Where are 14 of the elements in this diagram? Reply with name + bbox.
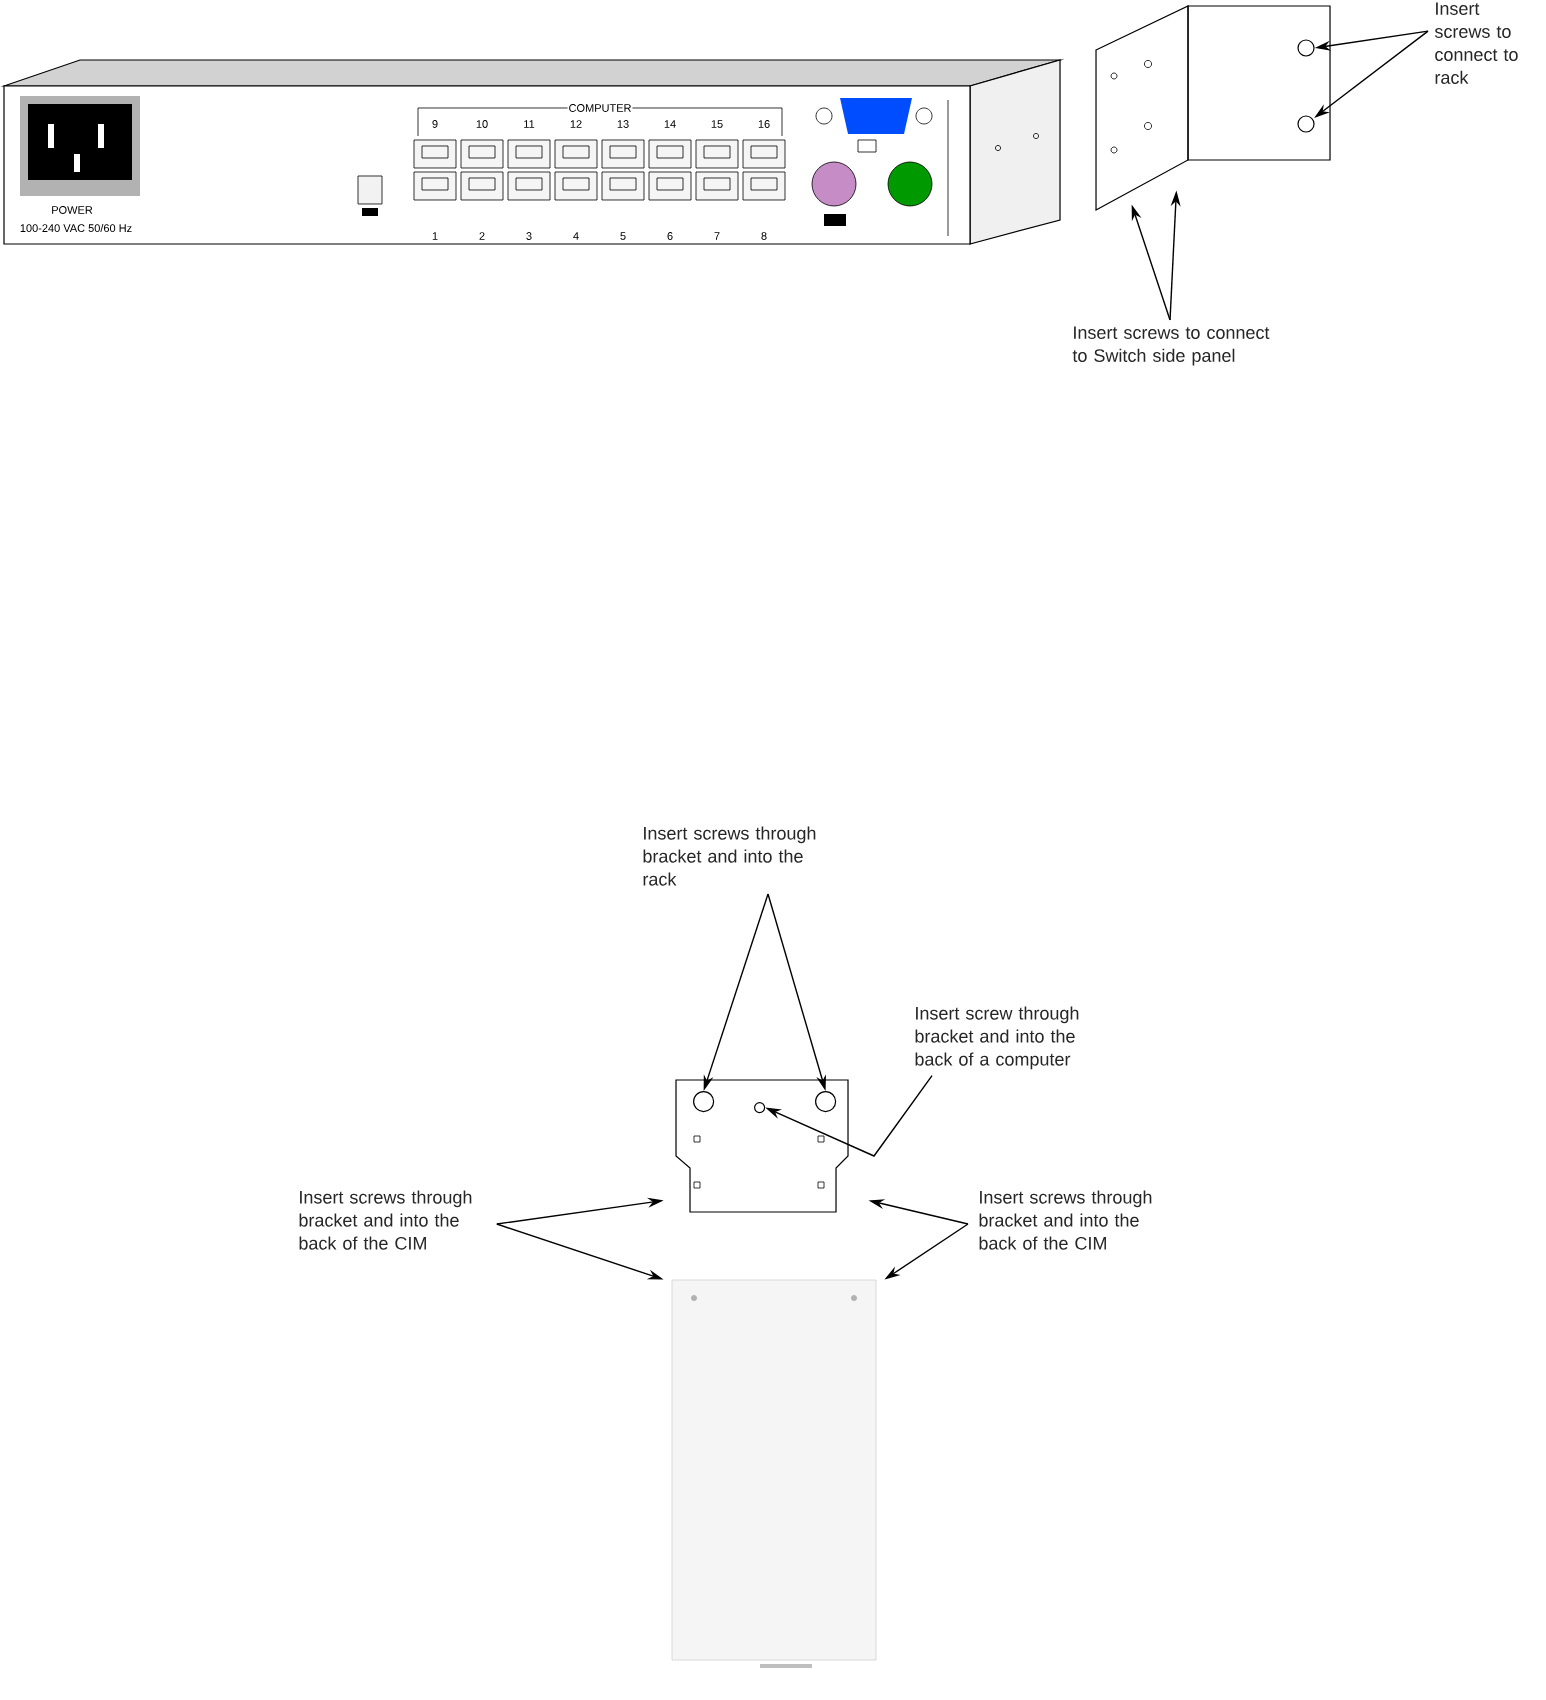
screw-hole [1297,39,1315,57]
screw-hole [1297,115,1315,133]
screw-hole [693,1091,715,1113]
screw-hole [754,1102,766,1114]
mounting-bracket [675,1079,849,1213]
cim-module [671,1279,877,1668]
callout-text: Insert screws through bracket and into the back of the CIM [979,1190,1152,1250]
callout-text: Insert screws through bracket and into the rack [643,826,816,886]
callout-text: Insert screws through bracket and into the back of the CIM [299,1190,472,1250]
callout-text: Insert screws to connect to Switch side panel [1072,326,1270,366]
callout-text: Insert screw through bracket and into the back of a computer [915,1006,1079,1070]
mounting-bracket [1095,5,1189,211]
callout-text: Insert screws to connect to rack [1434,2,1518,84]
screw-hole [815,1091,837,1113]
